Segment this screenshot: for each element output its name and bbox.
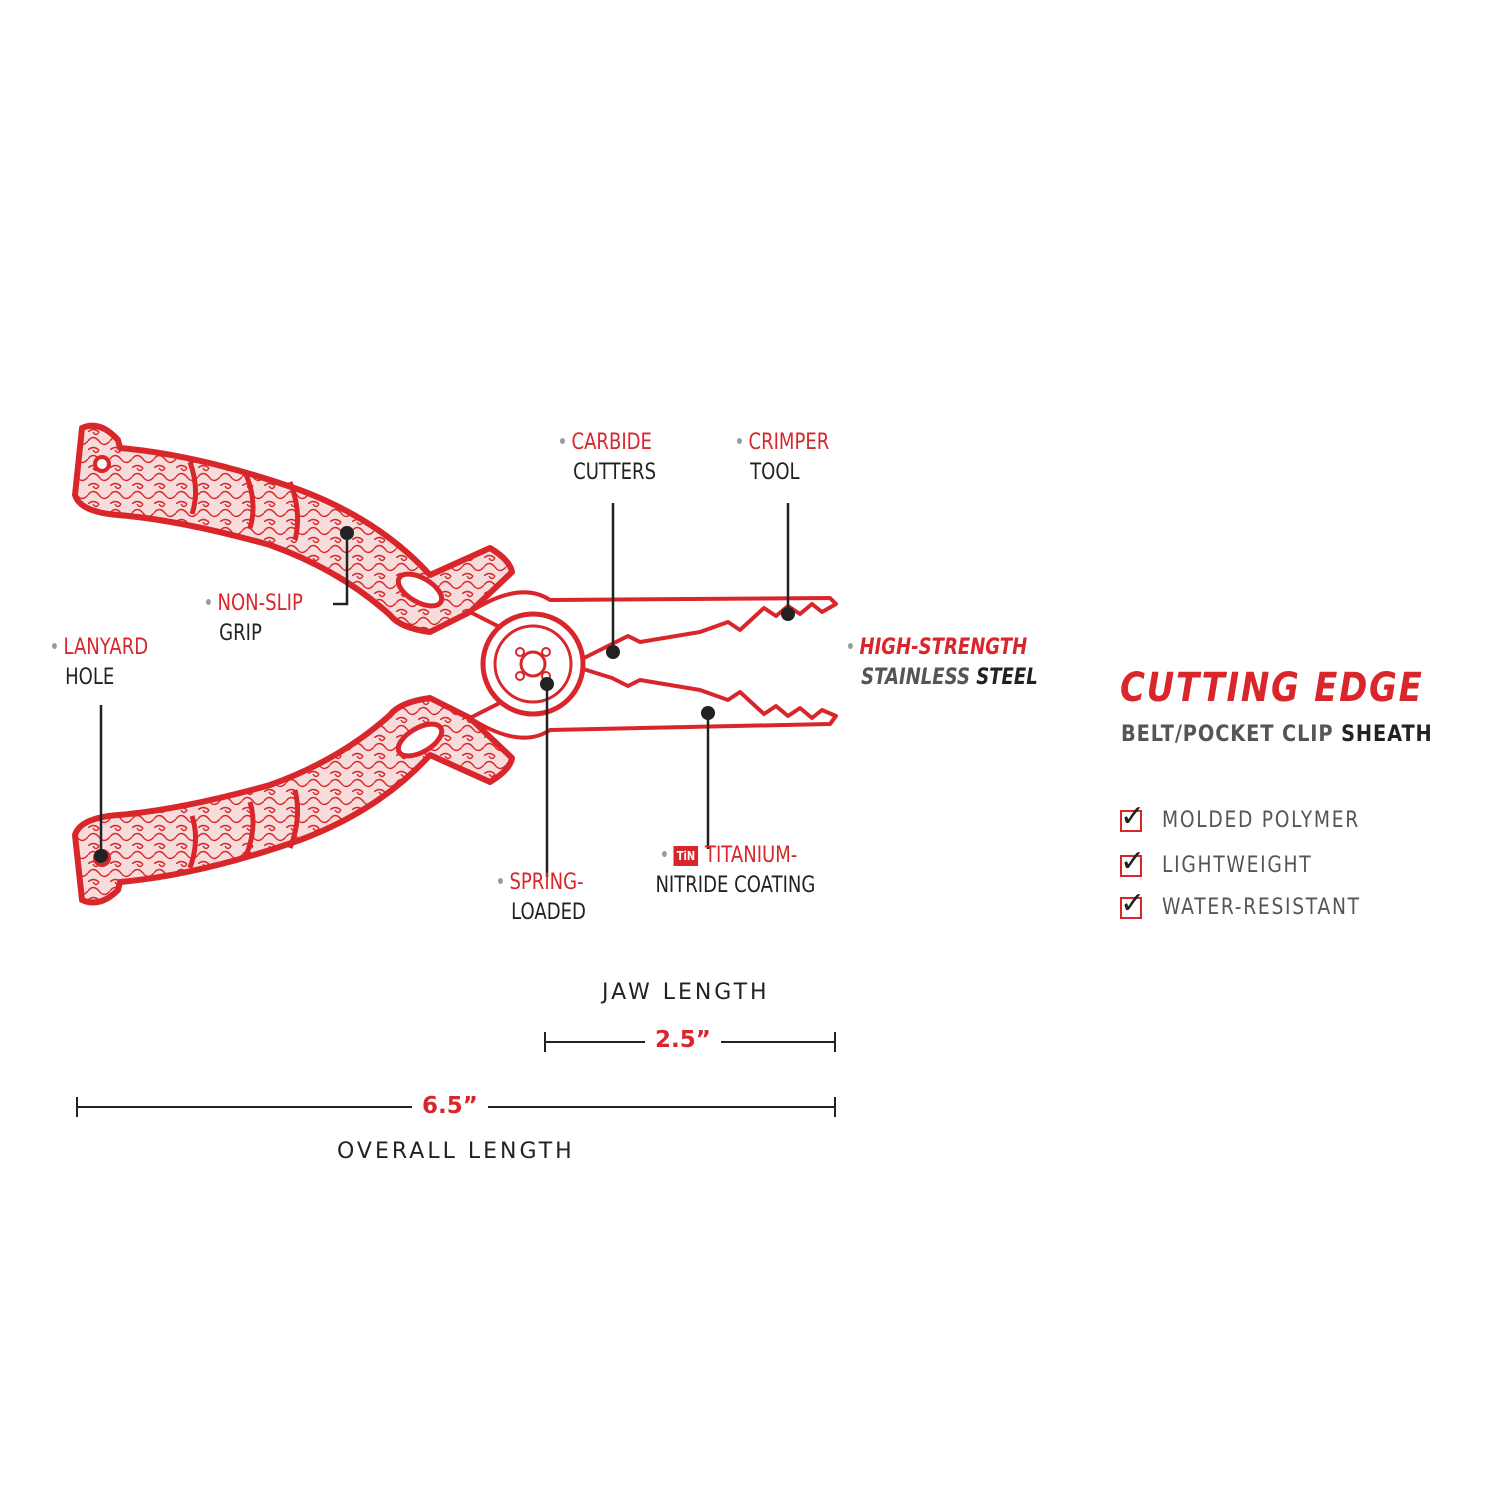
checkbox-icon — [1120, 855, 1142, 877]
jaw-length-value: 2.5” — [645, 1027, 721, 1053]
grip-line1: NON-SLIP — [217, 591, 303, 616]
carbide-label: CARBIDE CUTTERS — [560, 428, 656, 488]
lanyard-dot — [94, 849, 108, 863]
crimper-line1: CRIMPER — [748, 430, 830, 455]
pivot — [480, 611, 586, 717]
bullet-icon — [560, 438, 565, 444]
steel-line1: HIGH-STRENGTH — [859, 635, 1028, 660]
crimper-dot — [781, 607, 795, 621]
steel-line2b: STEEL — [976, 665, 1038, 690]
checkmark-icon: ✓ — [1120, 799, 1146, 834]
grip-line2: GRIP — [219, 621, 262, 646]
feature-text: MOLDED POLYMER — [1162, 808, 1360, 833]
crimper-line2: TOOL — [750, 460, 800, 485]
spring-line1: SPRING- — [509, 870, 584, 895]
lanyard-label: LANYARD HOLE — [52, 633, 148, 693]
tin-badge: TiN — [673, 846, 699, 866]
spring-dot — [540, 677, 554, 691]
feature-text: LIGHTWEIGHT — [1162, 853, 1313, 878]
bullet-icon — [498, 878, 503, 884]
feature-text: WATER-RESISTANT — [1162, 895, 1361, 920]
grip-dot — [340, 526, 354, 540]
jaw-length-label: JAW LENGTH — [602, 980, 770, 1005]
steel-label: HIGH-STRENGTH STAINLESS STEEL — [848, 633, 1038, 693]
overall-length-value: 6.5” — [412, 1093, 488, 1119]
leader-lines — [99, 503, 790, 877]
coating-dot — [701, 706, 715, 720]
lower-handle — [72, 695, 515, 906]
coating-line2: NITRIDE COATING — [655, 873, 816, 898]
overall-length-label: OVERALL LENGTH — [337, 1139, 575, 1164]
coating-line1: TITANIUM- — [704, 843, 798, 868]
upper-handle — [72, 422, 515, 635]
sheath-subtitle-b: SHEATH — [1341, 722, 1433, 747]
spring-label: SPRING- LOADED — [498, 868, 586, 928]
carbide-line1: CARBIDE — [571, 430, 652, 455]
bullet-icon — [206, 599, 211, 605]
bullet-icon — [52, 643, 57, 649]
spring-line2: LOADED — [511, 900, 586, 925]
checkmark-icon: ✓ — [1120, 886, 1146, 921]
steel-line2a: STAINLESS — [861, 665, 970, 690]
sheath-title: CUTTING EDGE — [1120, 665, 1424, 711]
grip-label: NON-SLIP GRIP — [206, 589, 303, 649]
lanyard-line2: HOLE — [65, 665, 115, 690]
bullet-icon — [662, 851, 667, 857]
carbide-line2: CUTTERS — [573, 460, 657, 485]
sheath-subtitle: BELT/POCKET CLIP SHEATH — [1121, 722, 1433, 747]
bullet-icon — [848, 643, 853, 649]
lanyard-line1: LANYARD — [63, 635, 149, 660]
bullet-icon — [737, 438, 742, 444]
checkbox-icon — [1120, 897, 1142, 919]
carbide-dot — [606, 645, 620, 659]
sheath-subtitle-a: BELT/POCKET CLIP — [1121, 722, 1334, 747]
crimper-label: CRIMPER TOOL — [737, 428, 829, 488]
checkbox-icon — [1120, 810, 1142, 832]
checkmark-icon: ✓ — [1120, 844, 1146, 879]
